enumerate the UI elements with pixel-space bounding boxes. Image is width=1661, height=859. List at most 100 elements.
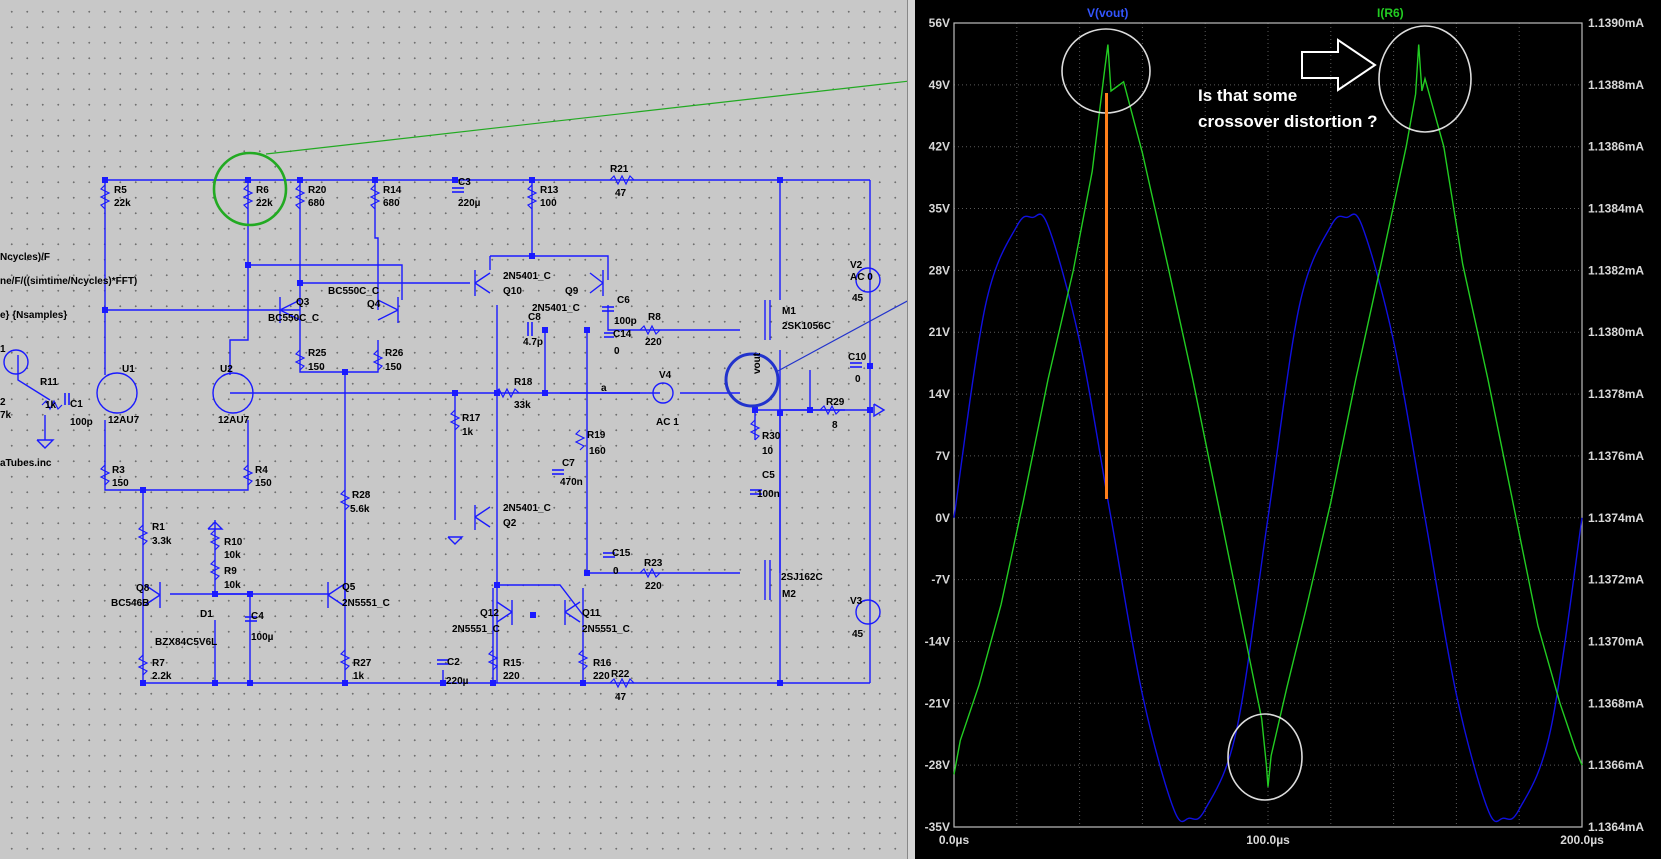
C5-value[interactable]: 100n: [757, 489, 780, 500]
Q10-name[interactable]: Q10: [503, 286, 522, 297]
R28-value[interactable]: 5.6k: [350, 504, 370, 515]
V4-value[interactable]: AC 1: [656, 417, 679, 428]
R17-value[interactable]: 1k: [462, 427, 474, 438]
R6-name[interactable]: R6: [256, 185, 269, 196]
trace-vout[interactable]: [953, 213, 1583, 823]
R16-name[interactable]: R16: [593, 658, 612, 669]
R3-value[interactable]: 150: [112, 478, 129, 489]
R4-name[interactable]: R4: [255, 465, 268, 476]
C4-name[interactable]: C4: [251, 611, 264, 622]
R20-value[interactable]: 680: [308, 198, 325, 209]
C10-name[interactable]: C10: [848, 352, 867, 363]
R30-name[interactable]: R30: [762, 431, 781, 442]
net-a-label[interactable]: a: [601, 383, 607, 394]
C7-value[interactable]: 470n: [560, 477, 583, 488]
C4-value[interactable]: 100µ: [251, 632, 274, 643]
vout-net-label[interactable]: vout: [752, 352, 763, 374]
R14-value[interactable]: 680: [383, 198, 400, 209]
R13-name[interactable]: R13: [540, 185, 559, 196]
C3-value[interactable]: 220µ: [458, 198, 481, 209]
C6-value[interactable]: 100p: [614, 316, 637, 327]
R29-name[interactable]: R29: [826, 397, 845, 408]
R11-name[interactable]: R11: [40, 377, 58, 388]
R28-name[interactable]: R28: [352, 490, 371, 501]
U2-model[interactable]: 12AU7: [218, 415, 250, 426]
Q8-model[interactable]: BC546B: [111, 598, 149, 609]
M2-name[interactable]: M2: [782, 589, 796, 600]
C8-value[interactable]: 4.7p: [523, 337, 543, 348]
V3-value[interactable]: 45: [852, 629, 864, 640]
R9-value[interactable]: 10k: [224, 580, 241, 591]
R22-name[interactable]: R22: [611, 669, 630, 680]
R7-value[interactable]: 2.2k: [152, 671, 172, 682]
R17-name[interactable]: R17: [462, 413, 481, 424]
Q9-model[interactable]: 2N5401_C: [532, 303, 580, 314]
R5-name[interactable]: R5: [114, 185, 127, 196]
R21-name[interactable]: R21: [610, 164, 629, 175]
R30-value[interactable]: 10: [762, 446, 774, 457]
Q11-model[interactable]: 2N5551_C: [582, 624, 630, 635]
Q3-name[interactable]: Q3: [296, 297, 310, 308]
M1-name[interactable]: M1: [782, 306, 796, 317]
R23-name[interactable]: R23: [644, 558, 663, 569]
C15-value[interactable]: 0: [613, 566, 619, 577]
R18-name[interactable]: R18: [514, 377, 533, 388]
V2-name[interactable]: V2: [850, 260, 863, 271]
R7-name[interactable]: R7: [152, 658, 165, 669]
V3-name[interactable]: V3: [850, 596, 863, 607]
R13-value[interactable]: 100: [540, 198, 557, 209]
R8-name[interactable]: R8: [648, 312, 661, 323]
R26-value[interactable]: 150: [385, 362, 402, 373]
R26-name[interactable]: R26: [385, 348, 404, 359]
R19-value[interactable]: 160: [589, 446, 606, 457]
R18-value[interactable]: 33k: [514, 400, 531, 411]
C8-name[interactable]: C8: [528, 312, 541, 323]
R27-value[interactable]: 1k: [353, 671, 365, 682]
C1-value[interactable]: 100p: [70, 417, 93, 428]
R22-value[interactable]: 47: [615, 692, 627, 703]
R25-value[interactable]: 150: [308, 362, 325, 373]
R6-value[interactable]: 22k: [256, 198, 273, 209]
R14-name[interactable]: R14: [383, 185, 402, 196]
C10-value[interactable]: 0: [855, 374, 861, 385]
R8-value[interactable]: 220: [645, 337, 662, 348]
R9-name[interactable]: R9: [224, 566, 237, 577]
R10-value[interactable]: 10k: [224, 550, 241, 561]
C1-name[interactable]: C1: [70, 399, 83, 410]
V4-name[interactable]: V4: [659, 370, 672, 381]
C6-name[interactable]: C6: [617, 295, 630, 306]
Q5-name[interactable]: Q5: [342, 582, 356, 593]
y-axis-right[interactable]: 1.1390mA1.1388mA1.1386mA1.1384mA1.1382mA…: [1588, 16, 1644, 834]
Q5-model[interactable]: 2N5551_C: [342, 598, 390, 609]
R20-name[interactable]: R20: [308, 185, 327, 196]
R21-value[interactable]: 47: [615, 188, 627, 199]
V2-value[interactable]: 45: [852, 293, 864, 304]
M2-model[interactable]: 2SJ162C: [781, 572, 823, 583]
R15-value[interactable]: 220: [503, 671, 520, 682]
schematic-canvas[interactable]: Ncycles)/F ne/F/((simtime/Ncycles)*FFT) …: [0, 0, 907, 859]
D1-model[interactable]: BZX84C5V6L: [155, 637, 217, 648]
Q10-model[interactable]: 2N5401_C: [503, 271, 551, 282]
Q2-model[interactable]: 2N5401_C: [503, 503, 551, 514]
D1-name[interactable]: D1: [200, 609, 213, 620]
y-axis-left[interactable]: 56V49V42V35V28V21V14V7V0V-7V-14V-21V-28V…: [925, 16, 950, 834]
R19-name[interactable]: R19: [587, 430, 606, 441]
U1-name[interactable]: U1: [122, 364, 135, 375]
R16-value[interactable]: 220: [593, 671, 610, 682]
R10-name[interactable]: R10: [224, 537, 243, 548]
V2-ac[interactable]: AC 0: [850, 272, 873, 283]
C2-name[interactable]: C2: [447, 657, 460, 668]
trace-title-i-r6[interactable]: I(R6): [1377, 6, 1404, 20]
R15-name[interactable]: R15: [503, 658, 522, 669]
C5-name[interactable]: C5: [762, 470, 775, 481]
U1-model[interactable]: 12AU7: [108, 415, 140, 426]
R4-value[interactable]: 150: [255, 478, 272, 489]
Q4-name[interactable]: Q4: [367, 299, 381, 310]
C3-name[interactable]: C3: [458, 177, 471, 188]
R1-name[interactable]: R1: [152, 522, 165, 533]
R29-value[interactable]: 8: [832, 420, 838, 431]
U2-name[interactable]: U2: [220, 364, 233, 375]
Q9-name[interactable]: Q9: [565, 286, 579, 297]
